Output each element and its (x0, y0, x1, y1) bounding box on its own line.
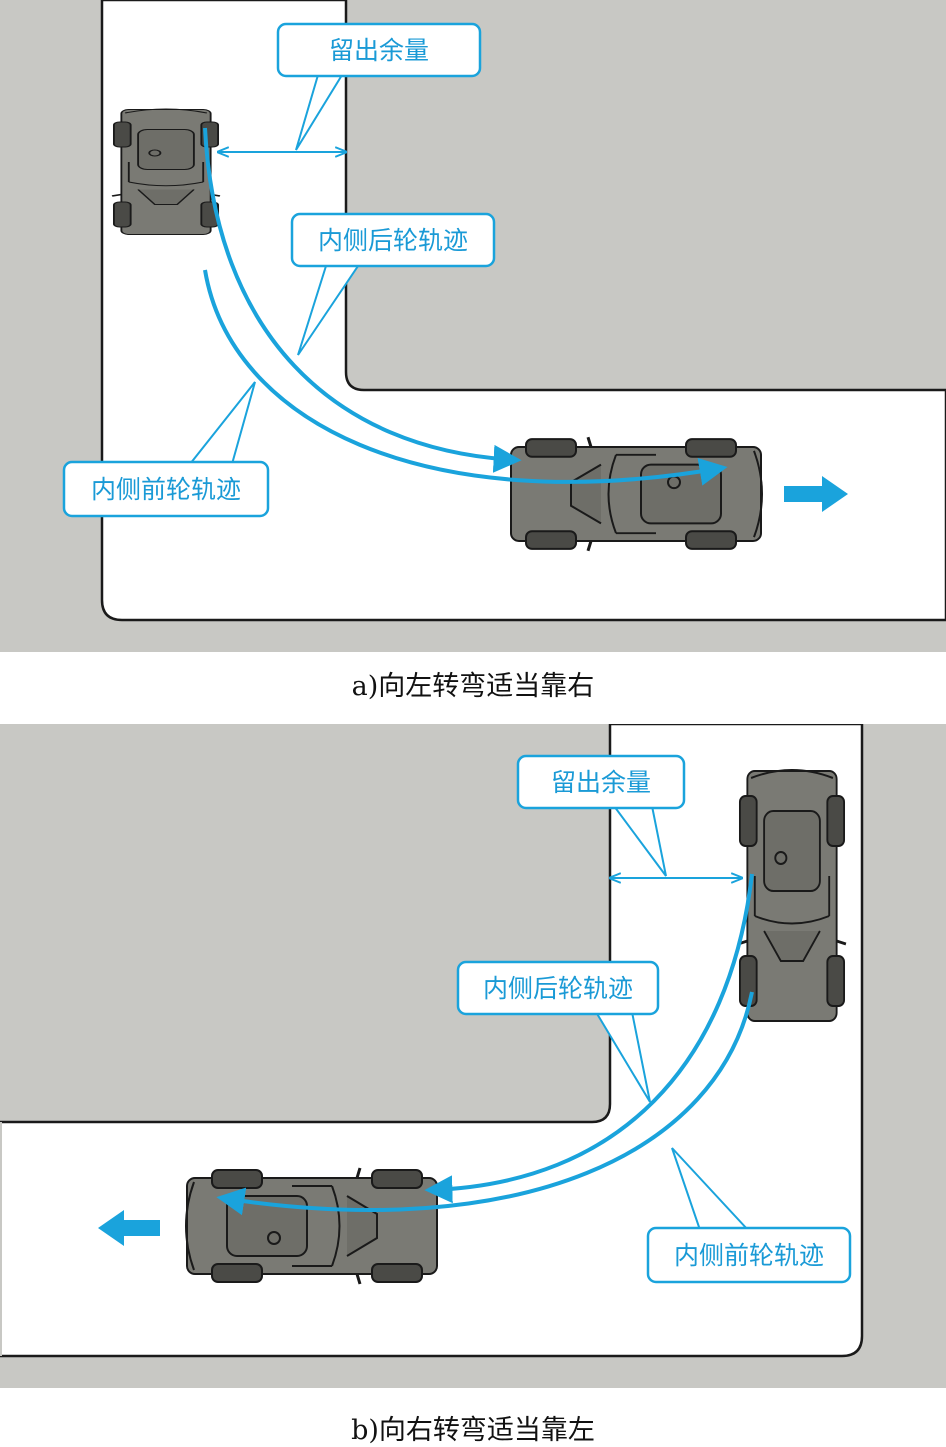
front-track-label-b: 内侧前轮轨迹 (674, 1241, 824, 1270)
callout-front-track: 内侧前轮轨迹 (646, 1147, 852, 1284)
car-after-turn (184, 1166, 439, 1286)
clearance-label-a: 留出余量 (329, 36, 429, 65)
front-track-label-a: 内侧前轮轨迹 (91, 475, 241, 504)
rear-track-label-a: 内侧后轮轨迹 (318, 226, 468, 255)
rear-wheel-track (203, 127, 522, 473)
car-before-turn (110, 107, 222, 236)
left-arrow-icon (98, 1210, 160, 1246)
car-after-turn (509, 435, 764, 553)
diagram-a: 留出余量 内侧后轮轨迹 内侧前轮轨迹 (0, 0, 946, 652)
front-wheel-track (216, 991, 754, 1216)
caption-b: b)向右转弯适当靠左 (351, 1415, 595, 1446)
right-arrow-icon (784, 476, 848, 512)
rear-track-label-b: 内侧后轮轨迹 (483, 974, 633, 1003)
callout-rear-track: 内侧后轮轨迹 (290, 212, 496, 356)
front-wheel-track (203, 269, 728, 486)
caption-a: a)向左转弯适当靠右 (351, 671, 595, 702)
rear-wheel-track (424, 873, 754, 1204)
car-before-turn (736, 768, 848, 1023)
callout-clearance: 留出余量 (276, 22, 482, 151)
callout-clearance: 留出余量 (516, 754, 686, 877)
clearance-label-b: 留出余量 (551, 768, 651, 797)
callout-front-track: 内侧前轮轨迹 (62, 381, 270, 518)
diagram-b: 留出余量 内侧后轮轨迹 内侧前轮轨迹 (0, 724, 946, 1388)
callout-rear-track: 内侧后轮轨迹 (456, 960, 660, 1103)
